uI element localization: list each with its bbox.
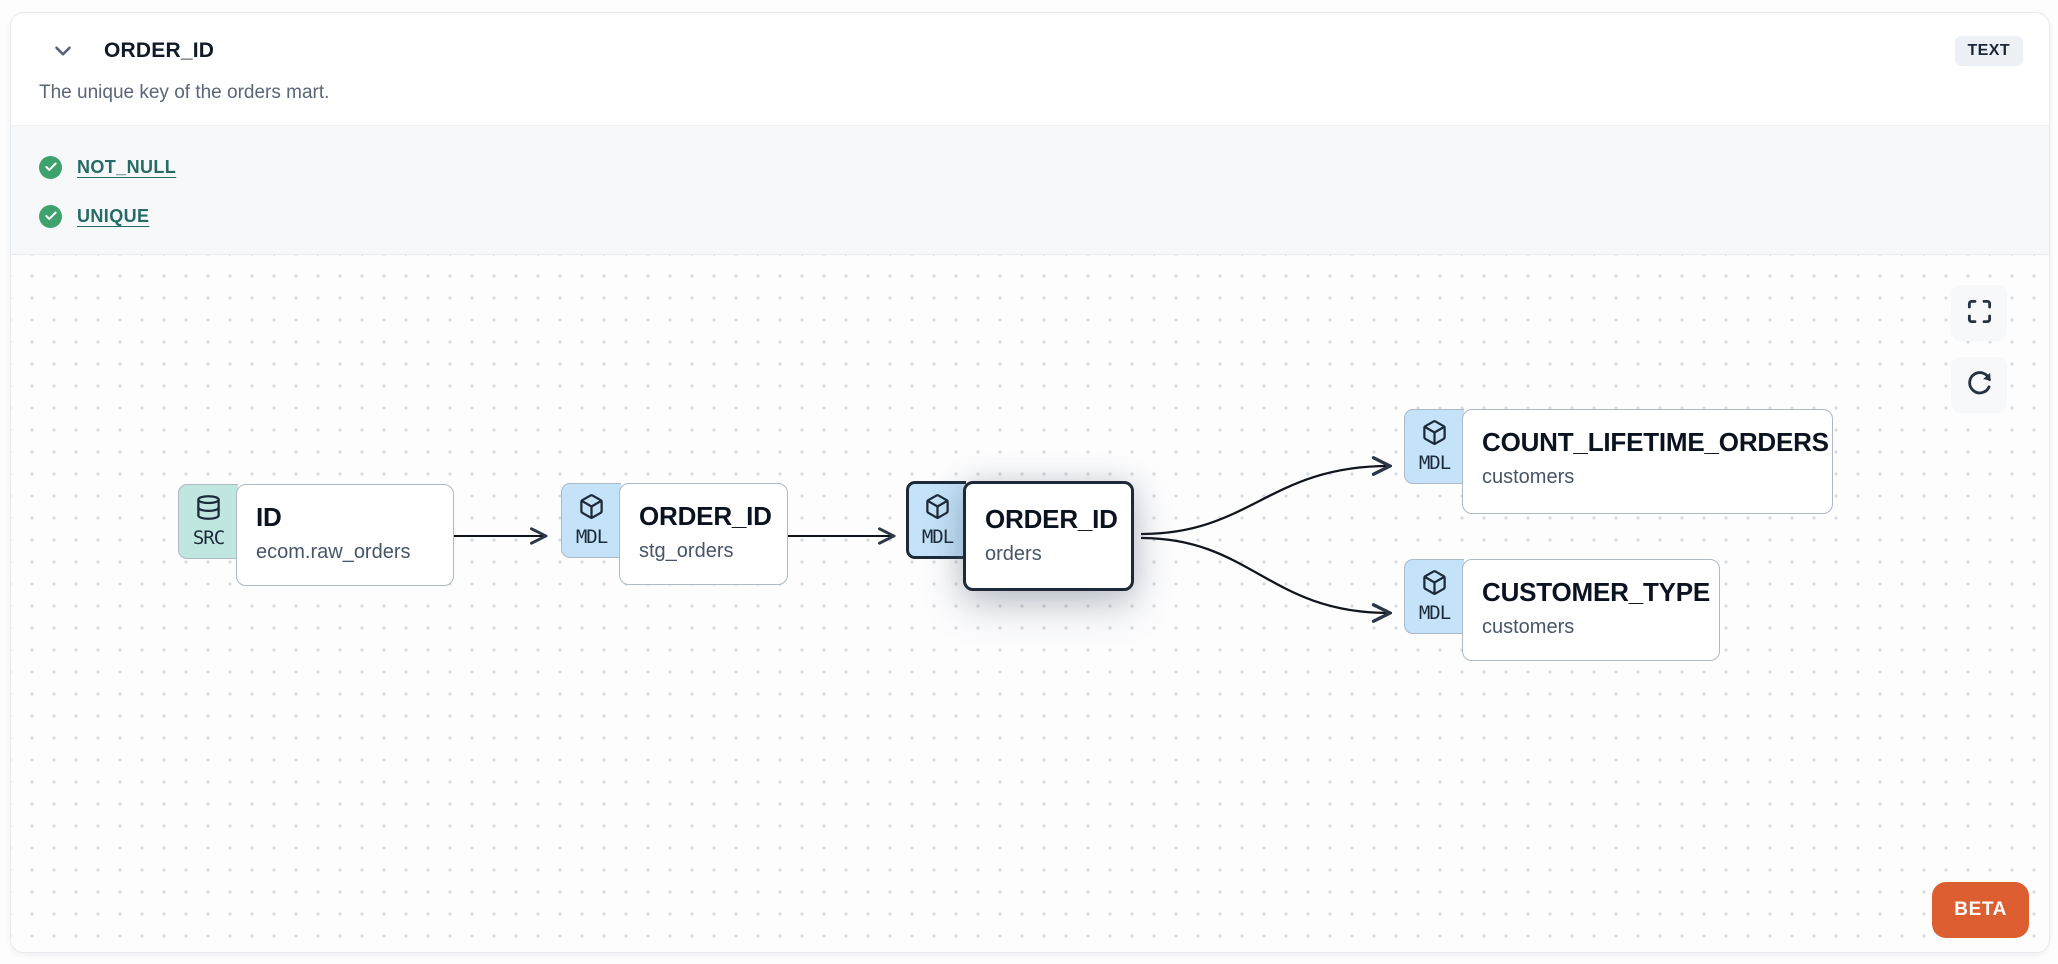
node-type-badge: MDL [906,481,966,559]
cube-icon [578,493,605,525]
test-row: NOT_NULL [39,147,2021,187]
node-card: ORDER_ID stg_orders [619,483,788,585]
node-title: CUSTOMER_TYPE [1482,577,1711,607]
lineage-edges [453,255,2049,939]
lineage-node-customer-type[interactable]: MDL CUSTOMER_TYPE customers [1404,559,1720,661]
node-title: ORDER_ID [639,501,772,531]
fullscreen-button[interactable] [1951,285,2007,341]
refresh-button[interactable] [1951,357,2007,413]
node-card: ORDER_ID orders [963,481,1134,591]
panel-header: ORDER_ID TEXT [11,13,2049,66]
maximize-icon [1966,298,1993,328]
refresh-cw-icon [1966,370,1993,400]
test-row: UNIQUE [39,196,2021,236]
node-type-label: MDL [1418,602,1451,624]
node-card: ID ecom.raw_orders [236,484,454,586]
node-subtitle: customers [1482,616,1575,638]
column-description: The unique key of the orders mart. [39,82,330,103]
node-type-label: MDL [1418,452,1451,474]
node-type-label: MDL [575,526,608,548]
node-type-label: MDL [921,525,954,548]
tests-section: NOT_NULL UNIQUE [11,125,2049,255]
cube-icon [924,493,951,525]
check-circle-icon [39,204,62,228]
node-type-badge: MDL [1404,409,1464,484]
node-type-badge: SRC [178,484,238,559]
lineage-node-source-id[interactable]: SRC ID ecom.raw_orders [178,484,454,586]
node-subtitle: ecom.raw_orders [256,541,411,563]
database-icon [195,494,222,526]
lineage-node-count-lifetime-orders[interactable]: MDL COUNT_LIFETIME_ORDERS customers [1404,409,1833,514]
column-title: ORDER_ID [104,39,215,62]
node-type-label: SRC [192,527,225,549]
node-type-badge: MDL [1404,559,1464,634]
node-subtitle: stg_orders [639,540,734,562]
node-title: ID [256,502,282,532]
test-link-unique[interactable]: UNIQUE [77,205,150,226]
node-card: COUNT_LIFETIME_ORDERS customers [1462,409,1833,514]
collapse-chevron-down-icon[interactable] [48,36,78,66]
check-circle-icon [39,155,62,179]
lineage-node-orders-selected[interactable]: MDL ORDER_ID orders [906,481,1134,591]
node-card: CUSTOMER_TYPE customers [1462,559,1720,661]
cube-icon [1421,569,1448,601]
node-title: ORDER_ID [985,504,1118,534]
node-type-badge: MDL [561,483,621,558]
node-subtitle: customers [1482,466,1575,488]
column-detail-panel: ORDER_ID TEXT The unique key of the orde… [10,12,2050,953]
lineage-canvas[interactable]: SRC ID ecom.raw_orders MDL ORDER_ID stg_… [11,255,2049,952]
cube-icon [1421,419,1448,451]
column-type-badge: TEXT [1954,36,2023,66]
node-subtitle: orders [985,543,1042,565]
beta-badge: BETA [1932,882,2029,938]
lineage-node-stg-orders[interactable]: MDL ORDER_ID stg_orders [561,483,788,585]
test-link-not-null[interactable]: NOT_NULL [77,156,177,177]
node-title: COUNT_LIFETIME_ORDERS [1482,427,1829,457]
